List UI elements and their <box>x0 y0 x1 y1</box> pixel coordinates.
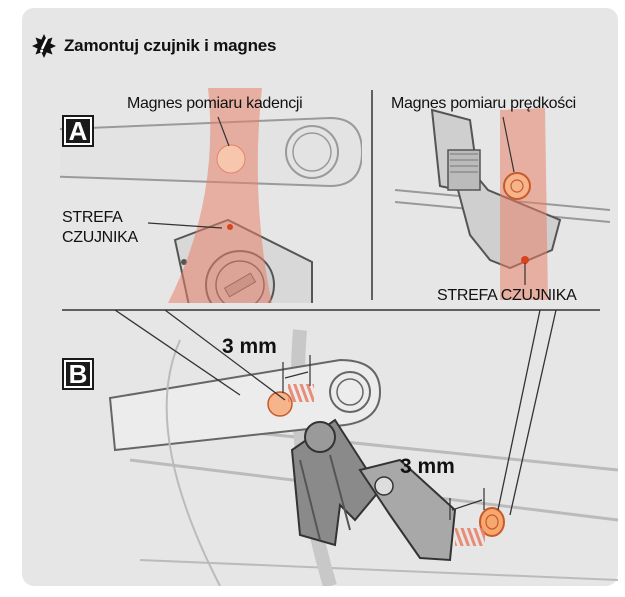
cadence-magnet-label: Magnes pomiaru kadencji <box>127 95 302 113</box>
speed-detail <box>395 108 610 300</box>
title-row: Zamontuj czujnik i magnes <box>32 33 276 59</box>
speed-magnet-label: Magnes pomiaru prędkości <box>391 95 576 113</box>
gap-label-lower: 3 mm <box>400 455 455 479</box>
page-title: Zamontuj czujnik i magnes <box>64 36 276 56</box>
sensor-zone-label-line1: STREFA <box>62 209 122 227</box>
panel-a-badge: A <box>62 115 94 147</box>
gap-label-upper: 3 mm <box>222 335 277 359</box>
sensor-zone-label-right: STREFA CZUJNIKA <box>437 287 577 305</box>
sensor-zone-label-line2: CZUJNIKA <box>62 229 138 247</box>
panel-b-badge: B <box>62 358 94 390</box>
installation-overview <box>110 330 618 586</box>
warning-burst-icon <box>32 34 56 58</box>
